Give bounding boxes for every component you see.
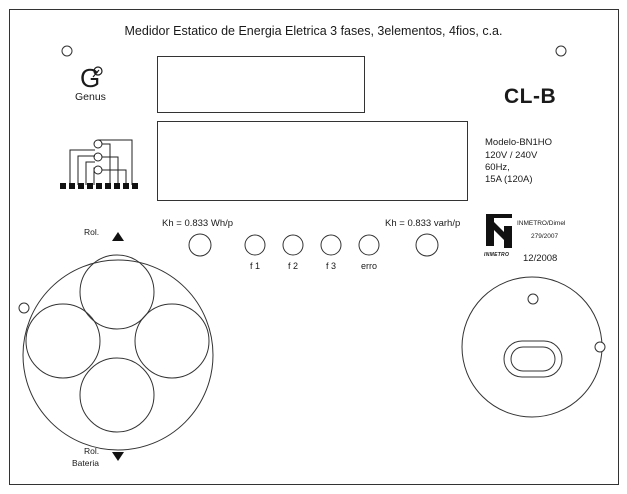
indicator-f2	[282, 234, 304, 256]
kh-reactive-constant: Kh = 0.833 varh/p	[385, 218, 461, 229]
led-kh-reactive	[415, 233, 439, 257]
certification-authority: INMETRO/Dimel	[517, 220, 566, 227]
terminal-slot-inner	[510, 346, 556, 372]
battery-label: Bateria	[72, 458, 99, 468]
roller-label-bottom: Rol.	[84, 446, 100, 456]
indicator-label-f1: f 1	[249, 261, 260, 271]
current-rating: 15A (120A)	[485, 174, 533, 185]
indicator-label-f3: f 3	[325, 261, 336, 271]
roller-segment-bottom[interactable]	[79, 357, 155, 433]
mounting-hole-top-left	[61, 45, 73, 57]
led-kh-active	[188, 233, 212, 257]
inmetro-mark-text: INMETRO	[484, 252, 510, 258]
roller-segment-top[interactable]	[79, 254, 155, 330]
indicator-erro	[358, 234, 380, 256]
roller-segment-right[interactable]	[134, 303, 210, 379]
certification-ordinance: 279/2007	[531, 233, 559, 240]
wiring-diagram-icon	[60, 139, 138, 189]
voltage-rating: 120V / 240V	[485, 150, 538, 161]
arrow-down-icon	[112, 452, 124, 461]
roller-segment-left[interactable]	[25, 303, 101, 379]
screw-right	[594, 341, 606, 353]
screw-left	[18, 302, 30, 314]
inmetro-logo-icon	[486, 214, 512, 248]
model-label: Modelo-BN1HO	[485, 137, 553, 148]
kh-active-constant: Kh = 0.833 Wh/p	[162, 218, 234, 229]
manufacture-date: 12/2008	[523, 253, 558, 264]
roller-label-top: Rol.	[84, 227, 100, 237]
indicator-f1	[244, 234, 266, 256]
indicator-label-erro: erro	[360, 261, 377, 271]
indicator-label-f2: f 2	[287, 261, 298, 271]
mounting-hole-top-right	[555, 45, 567, 57]
genus-logo-icon: G	[80, 63, 103, 93]
arrow-up-icon	[112, 232, 124, 241]
register-display-window	[157, 56, 365, 113]
roller-dial[interactable]	[22, 254, 214, 451]
roller-dial-outer	[22, 259, 214, 451]
terminal-slot-outer	[503, 340, 563, 378]
meter-description-title: Medidor Estatico de Energia Eletrica 3 f…	[124, 24, 503, 38]
seal-hole	[527, 293, 539, 305]
panel-border	[9, 9, 619, 485]
genus-logo-letter: G	[80, 63, 100, 93]
frequency-rating: 60Hz,	[485, 162, 510, 173]
lcd-display-window	[157, 121, 468, 201]
indicator-f3	[320, 234, 342, 256]
brand-name: Genus	[75, 91, 106, 103]
accuracy-class: CL-B	[504, 85, 557, 108]
